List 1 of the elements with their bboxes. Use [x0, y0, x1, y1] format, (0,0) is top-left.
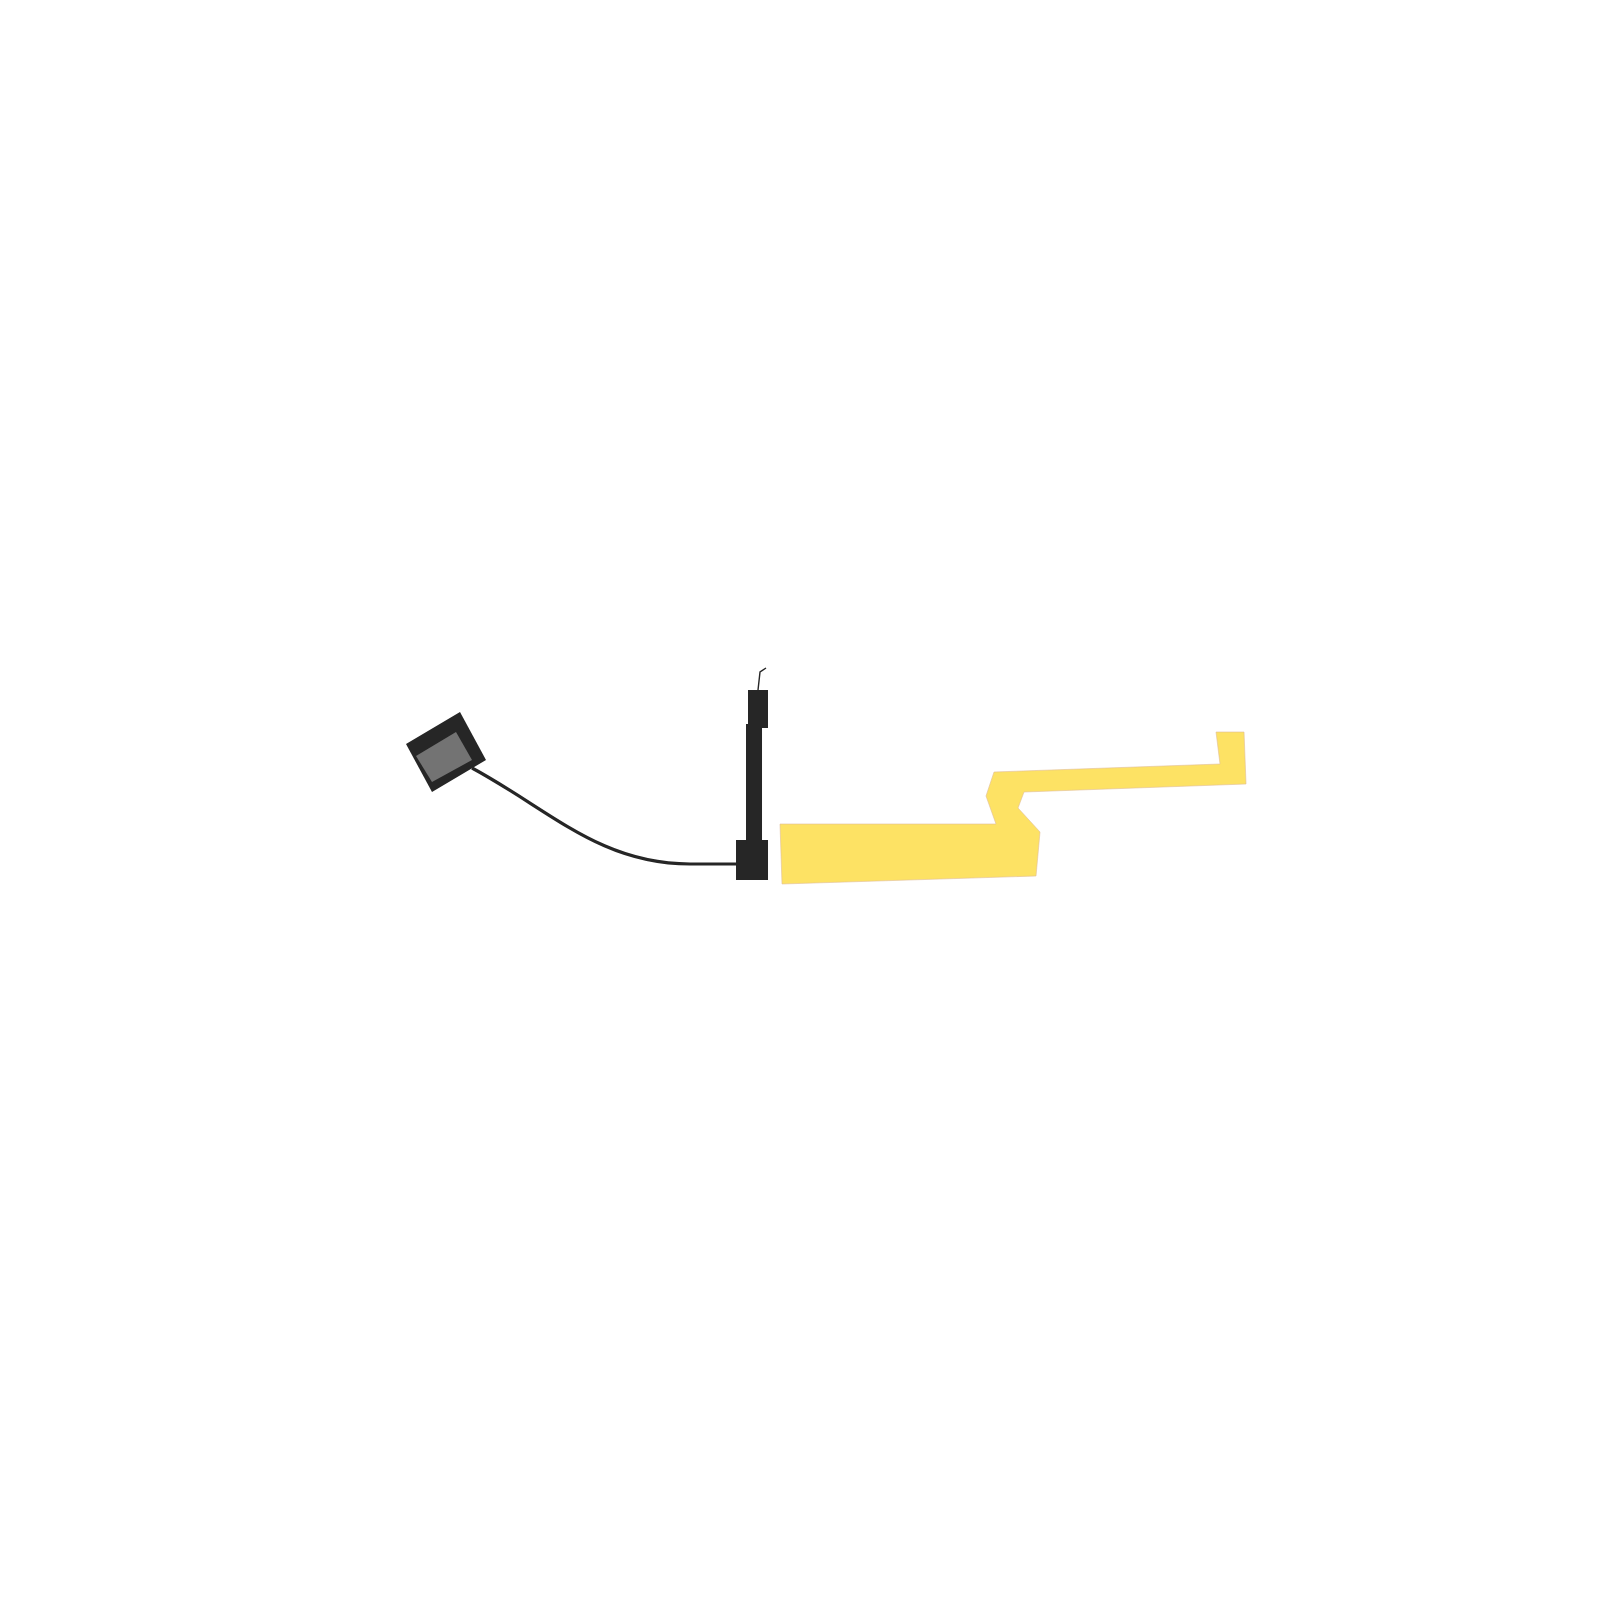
cable-drawing [406, 667, 1247, 885]
